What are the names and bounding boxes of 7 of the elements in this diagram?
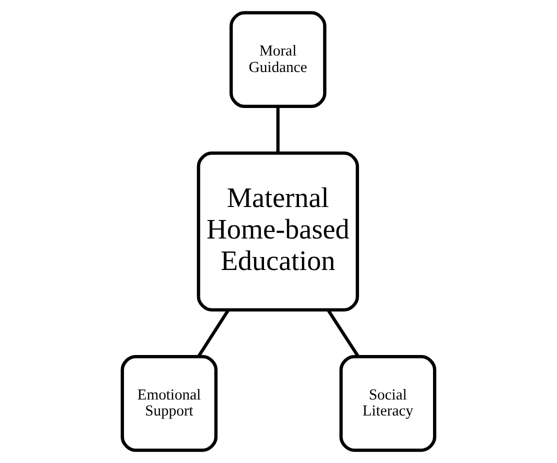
connector [326,309,360,358]
connector [276,106,280,154]
node-box: Social Literacy [339,355,436,452]
node-box: Emotional Support [120,355,218,452]
node-box: Maternal Home-based Education [196,152,360,312]
node-box: Moral Guidance [230,11,326,108]
connector [197,309,230,358]
